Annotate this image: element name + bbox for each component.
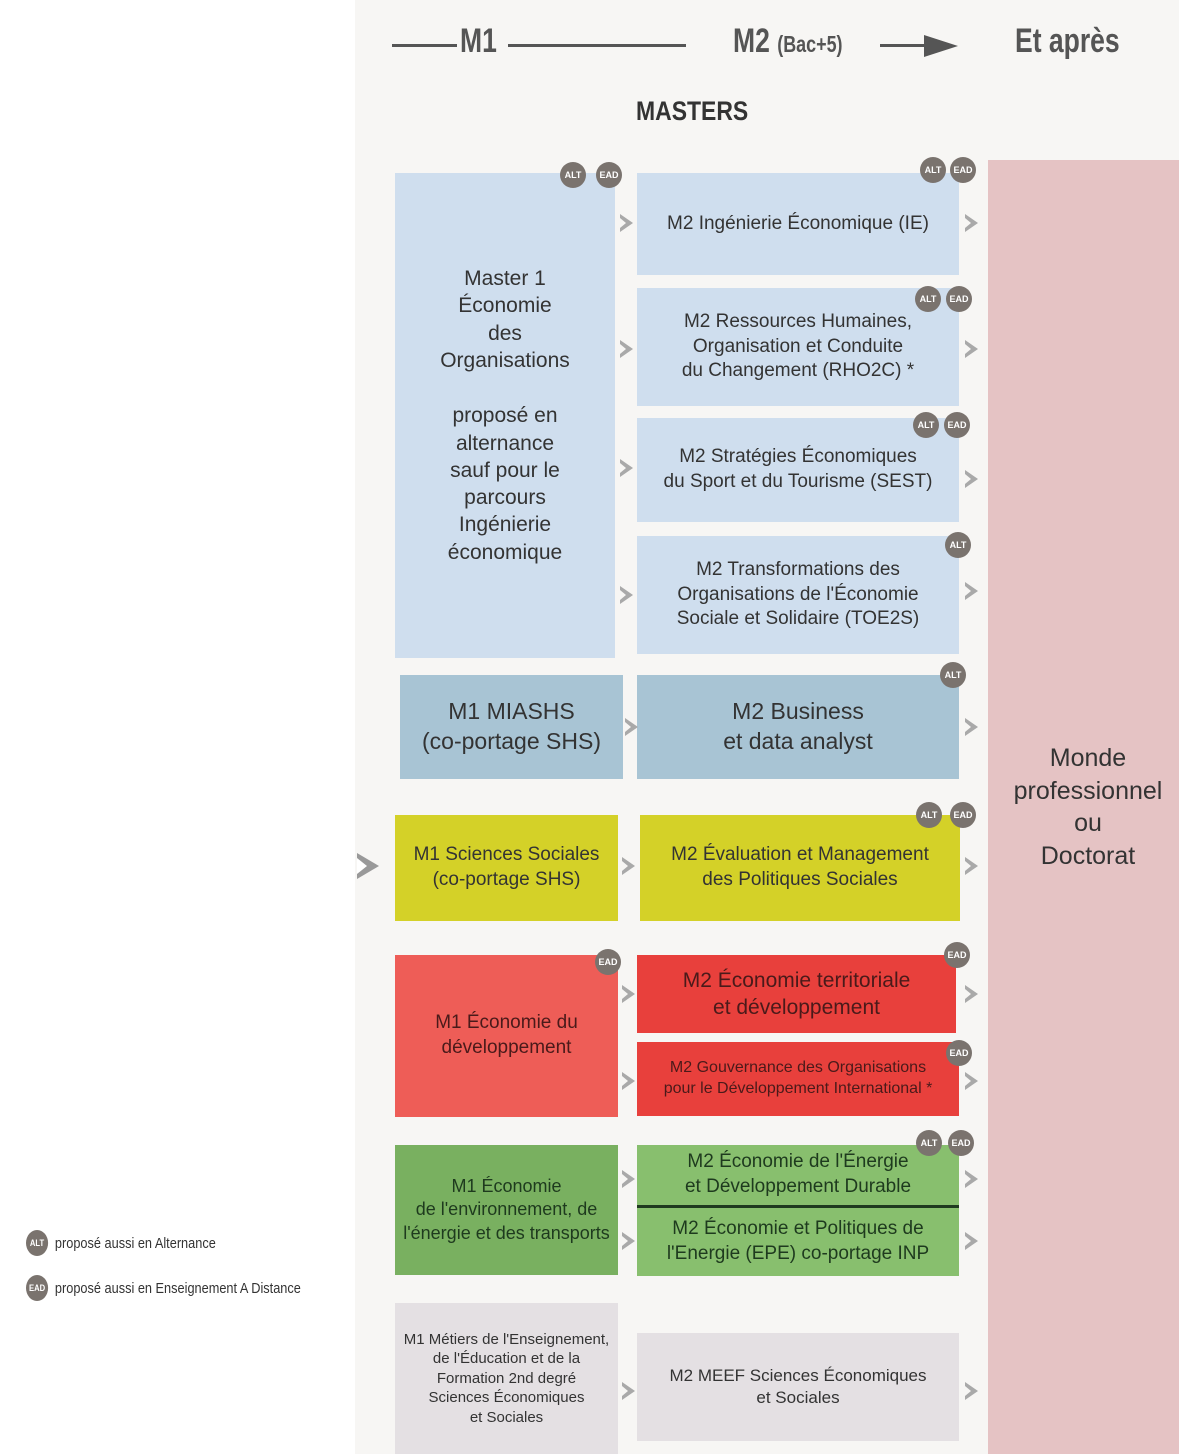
ead-badge: EAD — [596, 162, 622, 188]
header-m2: M2 (Bac+5) — [733, 22, 843, 60]
ead-badge: EAD — [948, 1130, 974, 1156]
chevron-right-icon — [965, 1232, 978, 1250]
chevron-right-icon — [965, 340, 978, 358]
ead-badge: EAD — [946, 286, 972, 312]
m2-rho2c-box: M2 Ressources Humaines, Organisation et … — [637, 288, 959, 406]
alt-badge: ALT — [920, 157, 946, 183]
chevron-right-icon — [622, 1382, 635, 1400]
alt-badge: ALT — [913, 412, 939, 438]
legend-alt-text: proposé aussi en Alternance — [54, 1234, 216, 1252]
m2-epe-box: M2 Économie et Politiques de l'Energie (… — [637, 1208, 959, 1276]
chevron-right-icon — [622, 1232, 635, 1250]
ead-badge: EAD — [950, 157, 976, 183]
m2-gouvernance-box: M2 Gouvernance des Organisations pour le… — [637, 1042, 959, 1116]
chevron-right-icon — [620, 340, 633, 358]
chevron-right-icon — [625, 718, 638, 736]
m2-sest-box: M2 Stratégies Économiques du Sport et du… — [637, 418, 959, 522]
m2-arrow-head — [924, 35, 958, 57]
chevron-right-icon — [965, 985, 978, 1003]
alt-badge: ALT — [916, 802, 942, 828]
legend-ead: EAD proposé aussi en Enseignement A Dist… — [26, 1275, 301, 1301]
green-separator — [637, 1205, 959, 1208]
ead-badge: EAD — [944, 412, 970, 438]
m1-miashs-box: M1 MIASHS (co-portage SHS) — [400, 675, 623, 779]
m1-sciences-sociales-box: M1 Sciences Sociales (co-portage SHS) — [395, 815, 618, 921]
chevron-right-icon — [965, 1072, 978, 1090]
section-title: MASTERS — [636, 96, 749, 126]
ead-badge: EAD — [950, 802, 976, 828]
legend-ead-text: proposé aussi en Enseignement A Distance — [54, 1279, 301, 1297]
m2-arrow-line — [880, 44, 926, 47]
after-box: Monde professionnel ou Doctorat — [988, 160, 1179, 1454]
chevron-right-icon — [965, 214, 978, 232]
header-m1: M1 — [460, 22, 497, 60]
alt-badge: ALT — [560, 162, 586, 188]
m1-line-right — [508, 44, 686, 47]
alt-badge: ALT — [915, 286, 941, 312]
m1-economie-environnement-box: M1 Économie de l'environnement, de l'éne… — [395, 1145, 618, 1275]
chevron-right-icon — [620, 459, 633, 477]
legend-alt: ALT proposé aussi en Alternance — [26, 1230, 216, 1256]
m1-eco-orga-box: Master 1 Économie des Organisations prop… — [395, 173, 615, 658]
chevron-right-icon — [622, 1072, 635, 1090]
entry-chevron-icon — [357, 853, 379, 879]
header-after: Et après — [1015, 22, 1120, 60]
chevron-right-icon — [965, 718, 978, 736]
ead-badge: EAD — [946, 1040, 972, 1066]
chevron-right-icon — [620, 586, 633, 604]
ead-badge: EAD — [595, 949, 621, 975]
alt-badge: ALT — [916, 1130, 942, 1156]
ead-badge: EAD — [944, 942, 970, 968]
m2-toe2s-box: M2 Transformations des Organisations de … — [637, 536, 959, 654]
chevron-right-icon — [965, 470, 978, 488]
chevron-right-icon — [622, 1170, 635, 1188]
m2-evaluation-box: M2 Évaluation et Management des Politiqu… — [640, 815, 960, 921]
chevron-right-icon — [622, 857, 635, 875]
m1-meef-box: M1 Métiers de l'Enseignement, de l'Éduca… — [395, 1303, 618, 1454]
alt-badge: ALT — [945, 532, 971, 558]
chevron-right-icon — [965, 1170, 978, 1188]
m1-economie-developpement-box: M1 Économie du développement — [395, 955, 618, 1117]
chevron-right-icon — [622, 985, 635, 1003]
m1-line-left — [392, 44, 457, 47]
m2-ie-box: M2 Ingénierie Économique (IE) — [637, 173, 959, 275]
m2-business-box: M2 Business et data analyst — [637, 675, 959, 779]
alt-badge: ALT — [26, 1230, 49, 1256]
m2-energie-dd-box: M2 Économie de l'Énergie et Développemen… — [637, 1145, 959, 1205]
chevron-right-icon — [965, 582, 978, 600]
chevron-right-icon — [620, 214, 633, 232]
m1-eco-orga-title: Master 1 Économie des Organisations — [440, 267, 570, 372]
m1-eco-orga-note: proposé en alternance sauf pour le parco… — [447, 404, 563, 564]
m2-meef-box: M2 MEEF Sciences Économiques et Sociales — [637, 1333, 959, 1441]
chevron-right-icon — [965, 857, 978, 875]
ead-badge: EAD — [26, 1275, 49, 1301]
alt-badge: ALT — [940, 662, 966, 688]
m2-economie-territoriale-box: M2 Économie territoriale et développemen… — [637, 955, 956, 1033]
chevron-right-icon — [965, 1382, 978, 1400]
